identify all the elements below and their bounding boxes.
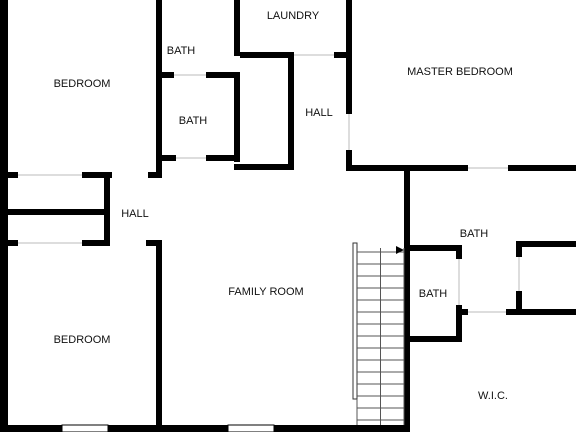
label-bath-small: BATH xyxy=(419,288,448,300)
wall-small-bath-right-upper xyxy=(456,245,462,259)
label-bath-upper: BATH xyxy=(167,45,196,57)
wall-linen-bottom xyxy=(234,164,294,170)
label-bath-lower: BATH xyxy=(179,115,208,127)
window-bottom-left xyxy=(61,424,109,432)
wall-bath-lower-right xyxy=(234,72,240,162)
wall-small-bath-top xyxy=(404,245,462,251)
wall-closet-right xyxy=(104,172,110,246)
wall-small-bath-right-lower xyxy=(456,305,462,341)
wall-linen-right xyxy=(288,58,294,170)
wall-master-bottom-b xyxy=(508,165,576,171)
exterior-wall-left xyxy=(0,0,8,432)
wall-bedroom-top-bottom-b xyxy=(82,172,112,178)
label-bath-master: BATH xyxy=(460,228,489,240)
wall-closet-lower-a xyxy=(8,240,18,246)
label-bedroom-top-left: BEDROOM xyxy=(54,78,111,90)
wall-bath-upper-bottom-a xyxy=(162,72,174,78)
wall-bath-block-right-upper xyxy=(234,0,240,56)
label-laundry: LAUNDRY xyxy=(267,10,320,22)
wall-niche-top xyxy=(516,241,576,247)
label-bedroom-bottom-left: BEDROOM xyxy=(54,334,111,346)
wall-closet-lower-b xyxy=(82,240,110,246)
stair-direction-arrow-icon xyxy=(396,246,404,254)
wall-master-left-upper xyxy=(346,58,352,114)
wall-bath-wic-a xyxy=(456,309,468,315)
wall-bath-wic-b xyxy=(506,309,576,315)
wall-niche-left-lower xyxy=(516,291,522,315)
label-hall-left: HALL xyxy=(121,208,149,220)
wall-bedroom-top-bottom-a xyxy=(8,172,18,178)
window-bottom-middle xyxy=(227,424,275,432)
wall-bath-upper-bottom-b xyxy=(206,72,240,78)
wall-bath-lower-bottom-a xyxy=(162,155,176,161)
stair-rail xyxy=(352,242,358,400)
door-lines xyxy=(18,54,520,313)
wall-laundry-right xyxy=(346,0,352,58)
wall-laundry-bottom-b xyxy=(334,52,352,58)
wall-bath-lower-bottom-b xyxy=(206,155,240,161)
label-wic: W.I.C. xyxy=(478,390,508,402)
wall-bedroom-top-bottom-c xyxy=(148,172,162,178)
wall-small-bath-bottom xyxy=(404,336,462,342)
label-family-room: FAMILY ROOM xyxy=(228,286,303,298)
wall-bedroom-bottom-top-c xyxy=(146,240,162,246)
wall-laundry-bottom-a xyxy=(240,52,294,58)
wall-bedroom-bottom-right xyxy=(156,240,162,432)
wall-niche-left-upper xyxy=(516,241,522,257)
wall-suite-left xyxy=(404,165,410,432)
label-master-bedroom: MASTER BEDROOM xyxy=(407,66,513,78)
room-labels: BEDROOM BATH BATH LAUNDRY HALL MASTER BE… xyxy=(54,10,513,402)
staircase xyxy=(352,242,405,425)
windows xyxy=(61,424,275,432)
label-hall-upper: HALL xyxy=(305,107,333,119)
wall-closet-upper xyxy=(8,209,110,215)
exterior-wall-bottom xyxy=(0,425,410,432)
wall-master-left-lower xyxy=(346,150,352,170)
wall-bedroom-top-right xyxy=(156,0,162,178)
